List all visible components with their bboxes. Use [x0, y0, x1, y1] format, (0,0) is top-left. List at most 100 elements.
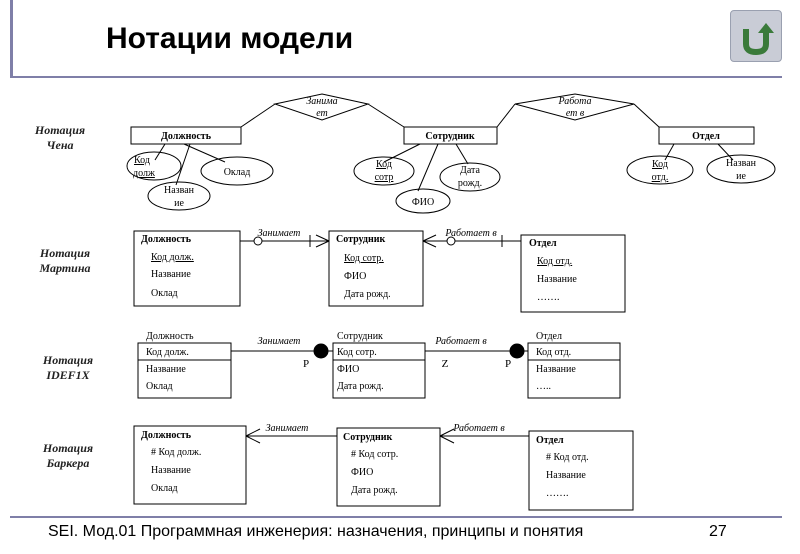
chen-attr-nazvanie-2-line2: ие: [736, 171, 746, 182]
notation-chen-label-line1: Нотация: [34, 123, 86, 137]
martin-entity-employee: [328, 230, 424, 307]
notation-martin-label: Нотация Мартина: [24, 246, 106, 276]
chen-attr-nazvanie-1-line1: Назван: [164, 185, 195, 196]
martin-e3-attr-2: Название: [537, 274, 577, 285]
notation-idef1x-label-line2: IDEF1X: [46, 368, 90, 382]
back-button[interactable]: [730, 10, 782, 62]
idef1x-e2-name: Сотрудник: [337, 331, 383, 342]
barker-e3-attr-2: Название: [546, 470, 586, 481]
martin-rel-occupies: Занимает: [258, 228, 301, 239]
barker-e3-name: Отдел: [536, 435, 564, 446]
chen-relation-occupies: [273, 93, 370, 121]
idef1x-card-3: P: [505, 358, 511, 370]
martin-rel-works-in: Работает в: [444, 228, 497, 239]
chen-attr-kod-dolzh-line2: долж: [133, 168, 155, 179]
chen-entity-employee: [403, 126, 498, 145]
idef1x-e3-attr-3: …..: [536, 381, 551, 392]
idef1x-e3-attr-1: Код отд.: [536, 347, 571, 358]
idef1x-e2-attr-3: Дата рожд.: [337, 381, 384, 392]
notation-martin-label-line2: Мартина: [39, 261, 91, 275]
chen-attr-kod-otd: [626, 155, 694, 185]
chen-attr-nazvanie-1-line2: ие: [174, 198, 184, 209]
chen-attr-kod-dolzh: [126, 151, 182, 181]
barker-e2-attr-1: # Код сотр.: [351, 449, 398, 460]
idef1x-e1-attr-1: Код долж.: [146, 347, 189, 358]
barker-e2-attr-3: Дата рожд.: [351, 485, 398, 496]
chen-relation-occupies-line1: Занима: [306, 96, 337, 107]
title-left-bar: [10, 0, 13, 78]
notation-chen-label: Нотация Чена: [20, 123, 100, 153]
notation-idef1x-label: Нотация IDEF1X: [28, 353, 108, 383]
barker-e3-attr-3: …….: [546, 488, 569, 499]
idef1x-rel-occupies: Занимает: [258, 336, 301, 347]
martin-e3-attr-1: Код отд.: [537, 256, 572, 267]
chen-attr-data-rozhd-line2: рожд.: [458, 178, 482, 189]
chen-attr-oklad-label: Оклад: [224, 167, 251, 178]
martin-e3-name: Отдел: [529, 238, 557, 249]
notation-barker-label-line2: Баркера: [46, 456, 90, 470]
chen-entity-position: [130, 126, 242, 145]
notation-martin-label-line1: Нотация: [39, 246, 91, 260]
notation-barker-label-line1: Нотация: [42, 441, 94, 455]
martin-e1-attr-2: Название: [151, 269, 191, 280]
barker-entity-employee: [336, 427, 441, 507]
chen-relation-works-in: [514, 93, 635, 121]
chen-attr-oklad: [200, 156, 274, 186]
idef1x-e2-attr-2: ФИО: [337, 364, 359, 375]
idef1x-e2-attr-1: Код сотр.: [337, 347, 377, 358]
chen-attr-nazvanie-1: [147, 181, 211, 211]
chen-entity-employee-label: Сотрудник: [425, 131, 475, 142]
barker-e2-name: Сотрудник: [343, 432, 393, 443]
page-title: Нотации модели: [106, 22, 354, 55]
idef1x-dot-2: [509, 343, 525, 359]
idef1x-entity-position: [137, 342, 232, 399]
chen-attr-kod-dolzh-line1: Код: [134, 155, 150, 166]
barker-rel-works-in: Работает в: [452, 423, 505, 434]
chen-attr-data-rozhd: [439, 162, 501, 192]
notation-idef1x-label-line1: Нотация: [42, 353, 94, 367]
martin-e1-attr-3: Оклад: [151, 288, 178, 299]
idef1x-entity-department: [527, 342, 621, 399]
barker-e1-name: Должность: [141, 430, 192, 441]
chen-attr-nazvanie-2-line1: Назван: [726, 158, 757, 169]
chen-attr-kod-sotr-line1: Код: [376, 159, 392, 170]
idef1x-dot-1: [313, 343, 329, 359]
chen-attr-fio-label: ФИО: [412, 197, 434, 208]
martin-e2-attr-3: Дата рожд.: [344, 289, 391, 300]
chen-attr-data-rozhd-line1: Дата: [460, 165, 480, 176]
idef1x-e3-attr-2: Название: [536, 364, 576, 375]
martin-e2-attr-1: Код сотр.: [344, 253, 384, 264]
chen-relation-works-in-line1: Работа: [558, 96, 592, 107]
barker-entity-department: [528, 430, 634, 511]
idef1x-entity-employee: [332, 342, 426, 399]
idef1x-card-1: P: [303, 358, 309, 370]
martin-entity-department: [520, 234, 626, 313]
idef1x-e1-name: Должность: [146, 331, 194, 342]
chen-attr-kod-otd-line1: Код: [652, 159, 668, 170]
chen-attr-kod-sotr: [353, 156, 415, 186]
notation-barker-label: Нотация Баркера: [28, 441, 108, 471]
idef1x-e3-name: Отдел: [536, 331, 562, 342]
barker-e2-attr-2: ФИО: [351, 467, 373, 478]
martin-entity-position: [133, 230, 241, 307]
idef1x-e1-attr-2: Название: [146, 364, 186, 375]
martin-e2-attr-2: ФИО: [344, 271, 366, 282]
barker-e1-attr-3: Оклад: [151, 483, 178, 494]
chen-attr-kod-sotr-line2: сотр: [375, 172, 394, 183]
martin-e3-attr-3: …….: [537, 292, 560, 303]
footer-divider: [10, 516, 782, 518]
martin-e1-attr-1: Код долж.: [151, 252, 194, 263]
page-number: 27: [709, 523, 727, 540]
barker-rel-occupies: Занимает: [266, 423, 309, 434]
notation-chen-label-line2: Чена: [46, 138, 74, 152]
idef1x-card-2: Z: [442, 358, 449, 370]
footer-text: SEI. Мод.01 Программная инженерия: назна…: [48, 523, 584, 540]
back-arrow-icon: [743, 23, 774, 56]
chen-attr-kod-otd-line2: отд.: [652, 172, 669, 183]
chen-entity-department: [658, 126, 755, 145]
barker-e3-attr-1: # Код отд.: [546, 452, 589, 463]
chen-relation-works-in-line2: ет в: [566, 108, 585, 119]
chen-attr-nazvanie-2: [706, 154, 776, 184]
idef1x-e1-attr-3: Оклад: [146, 381, 173, 392]
